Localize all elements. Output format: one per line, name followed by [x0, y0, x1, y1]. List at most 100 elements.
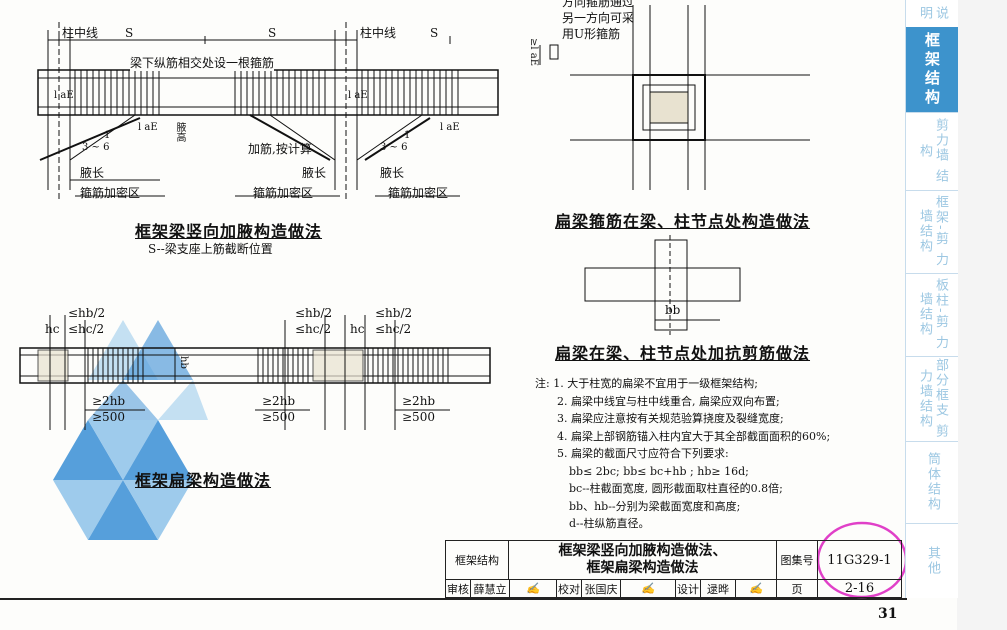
top-note-line: 方向箍筋通过 — [562, 0, 635, 9]
tb-check-label: 校对 — [556, 579, 582, 598]
label-2hb-mid: ≥2hb — [262, 394, 296, 408]
tb-design-name: 逯晔 — [700, 579, 736, 598]
label-500-right: ≥500 — [402, 410, 435, 424]
tb-atlas-label: 图集号 — [776, 540, 818, 580]
caption-vertical-haunch: 框架梁竖向加腋构造做法 — [135, 222, 323, 241]
tab-explanation[interactable]: 说明 — [906, 0, 958, 28]
note-line: bc--柱截面宽度, 圆形截面取柱直径的0.8倍; — [569, 482, 783, 495]
tab-tube-structure[interactable]: 筒体结构 — [906, 441, 958, 524]
label-column-center-right: 柱中线 — [360, 26, 397, 40]
note-line: 4. 扁梁上部钢筋锚入柱内宜大于其全部截面面积的60%; — [557, 429, 831, 443]
tab-label: 筒体结构 — [925, 452, 940, 512]
notes-block: 注: 1. 大于柱宽的扁梁不宜用于一级框架结构; 2. 扁梁中线宜与柱中线重合,… — [535, 375, 830, 533]
tab-label: 部分框支 剪力墙结构 — [917, 357, 948, 440]
tb-category: 框架结构 — [445, 540, 509, 580]
label-hc-mid: hc — [350, 322, 365, 336]
top-note: 方向箍筋通过 另一方向可采 用U形箍筋 — [562, 0, 634, 42]
label-slope-ratio-left: 3 ~ 6 — [82, 142, 110, 153]
diagram-flat-beam-joint — [539, 5, 810, 190]
title-block: 框架结构 框架梁竖向加腋构造做法、 框架扁梁构造做法 图集号 11G329-1 … — [445, 540, 902, 598]
label-lae-1: l aE — [54, 90, 74, 101]
tab-shear-wall[interactable]: 剪力墙 结构 — [906, 112, 958, 191]
diagram-vertical-haunch — [37, 22, 499, 200]
label-haunch-length-1: 腋长 — [80, 166, 105, 180]
caption-flat-beam-shear: 扁梁在梁、柱节点处加抗剪筋做法 — [555, 344, 811, 363]
label-hb2-left: ≤hb/2 — [68, 306, 106, 320]
label-dense-zone-3: 箍筋加密区 — [388, 186, 449, 200]
label-500-mid: ≥500 — [262, 410, 295, 424]
label-bb: bb — [665, 303, 681, 317]
note-line: 5. 扁梁的截面尺寸应符合下列要求: — [557, 447, 729, 460]
top-note-line: 用U形箍筋 — [562, 27, 621, 41]
diagram-flat-beam-stirrups — [87, 348, 449, 383]
tab-label: 板柱-剪 力墙结构 — [917, 278, 948, 351]
tab-frame-supported-shear-wall[interactable]: 部分框支 剪力墙结构 — [906, 356, 958, 442]
tab-label: 剪力墙 结构 — [917, 117, 948, 185]
label-hb2-mid: ≤hb/2 — [295, 306, 333, 320]
diagram-flat-beam — [19, 315, 491, 430]
tb-page-label: 页 — [776, 579, 818, 598]
label-haunch-length-2: 腋长 — [302, 166, 327, 180]
tab-label: 框架结构 — [923, 31, 941, 108]
caption-flat-beam: 框架扁梁构造做法 — [135, 471, 272, 490]
note-line: bb、hb--分别为梁截面宽度和高度; — [569, 499, 741, 513]
tb-atlas-no: 11G329-1 — [817, 540, 902, 580]
tab-slab-column-shear-wall[interactable]: 板柱-剪 力墙结构 — [906, 273, 958, 357]
tb-review-name: 薛慧立 — [470, 579, 510, 598]
label-hb-vertical: hb — [178, 356, 189, 369]
label-column-center-left: 柱中线 — [62, 26, 99, 40]
tb-review-signature: ✍ — [509, 579, 557, 598]
label-lae-joint: ≥l aE — [528, 38, 539, 67]
tb-check-name: 张国庆 — [581, 579, 621, 598]
label-hc2-right: ≤hc/2 — [375, 322, 412, 336]
label-lae-4: l aE — [440, 122, 460, 133]
tab-label: 其他 — [925, 545, 940, 576]
tab-other[interactable]: 其他 — [906, 523, 958, 598]
note-line: bb≤ 2bc; bb≤ bc+hb ; hb≥ 16d; — [569, 464, 749, 478]
tab-frame-shear-wall[interactable]: 框架-剪 力墙结构 — [906, 190, 958, 274]
note-line: d--柱纵筋直径。 — [569, 517, 650, 530]
label-stirrup-note: 梁下纵筋相交处设一根箍筋 — [130, 54, 275, 71]
subcaption-vertical-haunch: S--梁支座上筋截断位置 — [148, 242, 273, 256]
note-line: 3. 扁梁应注意按有关规范验算挠度及裂缝宽度; — [557, 412, 784, 425]
label-s-right: S — [430, 26, 439, 40]
label-slope-ratio-right: 3 ~ 6 — [380, 142, 408, 153]
label-lae-2: l aE — [138, 122, 158, 133]
label-lae-3: l aE — [348, 90, 368, 101]
tab-label: 框架-剪 力墙结构 — [917, 195, 948, 268]
tb-design-label: 设计 — [675, 579, 701, 598]
side-tab-column: 说明 框架结构 剪力墙 结构 框架-剪 力墙结构 板柱-剪 力墙结构 部分框支 … — [905, 0, 958, 598]
label-500-left: ≥500 — [92, 410, 125, 424]
tb-title-line2: 框架扁梁构造做法 — [586, 560, 699, 576]
tb-check-signature: ✍ — [620, 579, 676, 598]
label-2hb-right: ≥2hb — [402, 394, 436, 408]
diagram-flat-beam-shear — [584, 235, 741, 335]
label-added-bars: 加筋,按计算 — [248, 142, 312, 156]
label-slope-left: 1 — [104, 130, 111, 141]
footer-page-number: 31 — [878, 606, 898, 622]
note-line: 2. 扁梁中线宜与柱中线重合, 扁梁应双向布置; — [557, 394, 780, 408]
caption-flat-beam-joint: 扁梁箍筋在梁、柱节点处构造做法 — [555, 212, 811, 231]
tab-label: 说明 — [917, 6, 948, 21]
label-haunch-height: 腋高 — [174, 122, 185, 142]
tb-title-line1: 框架梁竖向加腋构造做法、 — [558, 543, 727, 559]
tab-frame-structure[interactable]: 框架结构 — [906, 27, 958, 113]
label-haunch-length-3: 腋长 — [380, 166, 405, 180]
top-note-line: 另一方向可采 — [562, 11, 635, 25]
label-s-left: S — [125, 26, 134, 40]
label-hc2-mid: ≤hc/2 — [295, 322, 332, 336]
diagram-vertical-haunch-stirrups — [74, 70, 459, 115]
tb-page-no: 2-16 — [817, 579, 902, 598]
right-margin-strip — [957, 0, 1007, 630]
label-hc2-left: ≤hc/2 — [68, 322, 105, 336]
tb-review-label: 审核 — [445, 579, 471, 598]
label-hc-left: hc — [45, 322, 60, 336]
label-s-mid: S — [268, 26, 277, 40]
label-dense-zone-2: 箍筋加密区 — [253, 186, 314, 200]
label-slope-right: 1 — [404, 130, 411, 141]
drawing-svg — [19, 5, 905, 599]
watermark-logo — [53, 320, 208, 540]
label-dense-zone-1: 箍筋加密区 — [80, 186, 141, 200]
label-hb2-right: ≤hb/2 — [375, 306, 413, 320]
